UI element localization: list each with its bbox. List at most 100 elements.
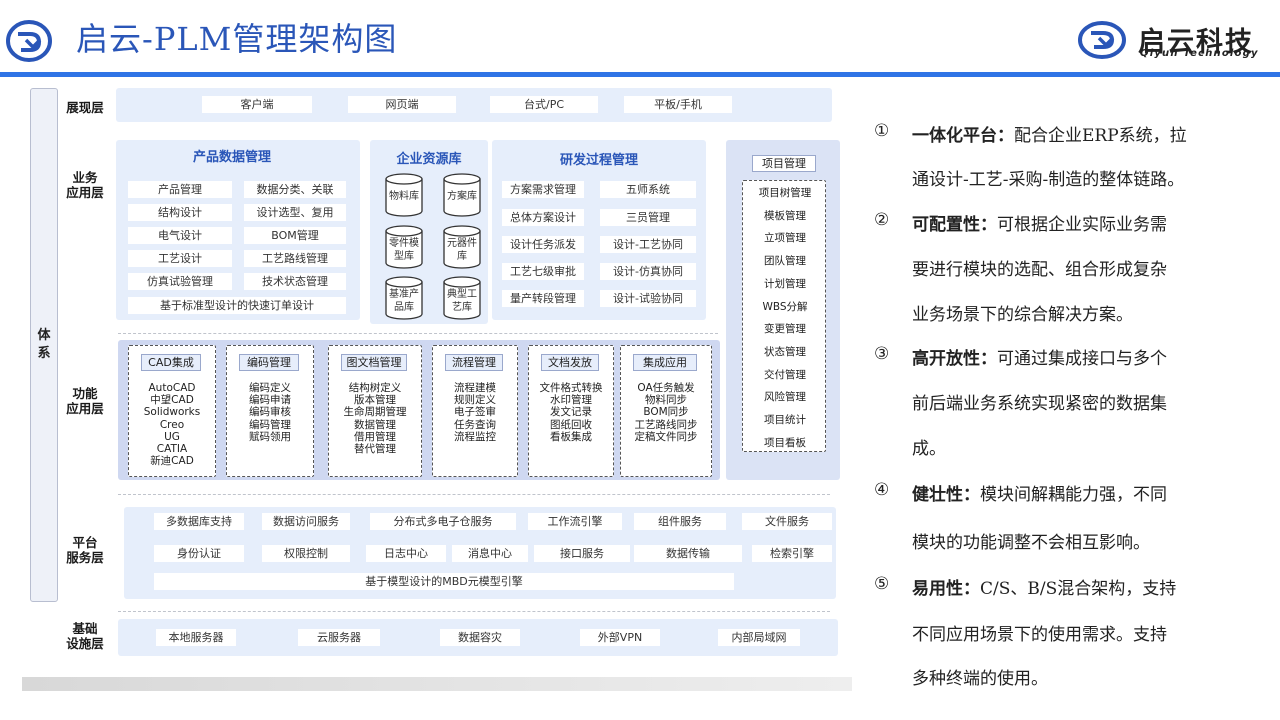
brand-name: 启云科技: [1138, 27, 1254, 58]
layer-label-platform: 平台服务层: [66, 535, 104, 565]
resource-db-cylinder: 物料库: [384, 173, 424, 217]
infra-item: 云服务器: [298, 629, 380, 646]
layer-label-infra: 基础设施层: [66, 621, 104, 651]
cylinder-label: 基准产品库: [389, 289, 419, 313]
pdm-item: 技术状态管理: [244, 273, 346, 290]
point-line: 一体化平台：配合企业ERP系统，拉: [912, 121, 1187, 146]
project-item: 计划管理: [764, 277, 806, 290]
display-item-mobile: 平板/手机: [624, 96, 732, 113]
infra-item: 内部局域网: [718, 629, 800, 646]
point-text: C/S、B/S混合架构，支持: [980, 579, 1177, 599]
point-line: 不同应用场景下的使用需求。支持: [912, 625, 1167, 645]
function-module: 流程管理流程建模规则定义电子签审任务查询流程监控: [432, 345, 518, 477]
bottom-strip: [22, 677, 852, 691]
project-item: 立项管理: [764, 232, 806, 245]
infra-item: 本地服务器: [156, 629, 236, 646]
point-line: 业务场景下的综合解决方案。: [912, 305, 1133, 325]
module-title: 集成应用: [633, 354, 697, 371]
layer-label-display: 展现层: [66, 100, 104, 115]
cylinder-label: 零件模型库: [389, 238, 419, 262]
logo-left-icon: [6, 18, 52, 64]
point-keyword: 易用性：: [912, 579, 980, 599]
project-item: WBS分解: [762, 300, 808, 313]
rd-item: 方案需求管理: [502, 181, 584, 198]
pdm-wide-item: 基于标准型设计的快速订单设计: [128, 297, 346, 314]
rd-item: 设计-仿真协同: [600, 263, 696, 280]
project-item: 项目看板: [764, 436, 806, 449]
vertical-label: 体系: [37, 328, 51, 361]
project-item: 模板管理: [764, 209, 806, 222]
point-text: 配合企业ERP系统，拉: [1014, 126, 1187, 146]
platform-service: 检索引擎: [752, 545, 832, 562]
project-item: 项目树管理: [758, 187, 812, 199]
database-icon: [385, 173, 423, 217]
project-title: 项目管理: [752, 155, 816, 172]
platform-service: 多数据库支持: [154, 513, 244, 530]
point-keyword: 可配置性：: [912, 215, 997, 235]
point-line: 易用性：C/S、B/S混合架构，支持: [912, 574, 1176, 599]
database-icon: [443, 173, 481, 217]
pdm-item: 数据分类、关联: [244, 181, 346, 198]
point-text: 模块间解耦能力强，不同: [980, 485, 1167, 505]
database-icon: [443, 225, 481, 269]
project-item: 项目统计: [764, 414, 806, 426]
resource-db-cylinder: 典型工艺库: [442, 276, 482, 320]
project-item: 变更管理: [764, 323, 806, 336]
pdm-item: 工艺路线管理: [244, 250, 346, 267]
platform-service: 权限控制: [262, 545, 350, 562]
platform-service: 文件服务: [742, 513, 832, 530]
point-line: 通设计-工艺-采购-制造的整体链路。: [912, 170, 1185, 190]
rd-item: 工艺七级审批: [502, 263, 584, 280]
project-item: 团队管理: [764, 255, 806, 268]
cylinder-label: 物料库: [389, 191, 419, 202]
page-title: 启云-PLM管理架构图: [76, 20, 398, 58]
platform-service: 数据访问服务: [262, 513, 350, 530]
platform-service: 身份认证: [154, 545, 244, 562]
point-number: ②: [874, 210, 890, 230]
point-keyword: 健壮性：: [912, 485, 980, 505]
pdm-item: 工艺设计: [128, 250, 232, 267]
rd-item: 五师系统: [600, 181, 696, 198]
project-item: 状态管理: [764, 345, 806, 358]
point-line: 前后端业务系统实现紧密的数据集: [912, 394, 1167, 414]
point-number: ⑤: [874, 574, 890, 594]
pdm-item: 仿真试验管理: [128, 273, 232, 290]
display-item-client: 客户端: [202, 96, 312, 113]
resource-db-cylinder: 零件模型库: [384, 225, 424, 269]
module-title: 流程管理: [445, 354, 503, 371]
point-number: ④: [874, 480, 890, 500]
layer-label-function: 功能应用层: [66, 386, 104, 416]
point-text: 可根据企业实际业务需: [997, 215, 1167, 235]
point-line: 要进行模块的选配、组合形成复杂: [912, 260, 1167, 280]
rd-item: 量产转段管理: [502, 290, 584, 307]
display-item-web: 网页端: [348, 96, 456, 113]
function-module: 图文档管理结构树定义版本管理生命周期管理数据管理借用管理替代管理: [328, 345, 422, 477]
database-icon: [443, 276, 481, 320]
pdm-item: 电气设计: [128, 227, 232, 244]
platform-service: 工作流引擎: [528, 513, 622, 530]
module-items: 流程建模规则定义电子签审任务查询流程监控: [454, 382, 496, 443]
database-icon: [385, 276, 423, 320]
platform-service: 分布式多电子仓服务: [370, 513, 516, 530]
module-title: 图文档管理: [341, 354, 407, 371]
layer-label-business: 业务应用层: [66, 170, 104, 200]
infra-item: 数据容灾: [440, 629, 520, 646]
resource-db-cylinder: 基准产品库: [384, 276, 424, 320]
rd-item: 三员管理: [600, 209, 696, 226]
platform-service: 消息中心: [452, 545, 528, 562]
point-line: 高开放性：可通过集成接口与多个: [912, 344, 1167, 369]
infra-item: 外部VPN: [580, 629, 660, 646]
point-line: 可配置性：可根据企业实际业务需: [912, 210, 1167, 235]
resource-db-cylinder: 方案库: [442, 173, 482, 217]
module-items: 文件格式转换水印管理发文记录图纸回收看板集成: [539, 382, 603, 443]
title-underline: [0, 72, 1280, 77]
architecture-diagram: 体系 展现层 客户端 网页端 台式/PC 平板/手机 业务应用层 产品数据管理 …: [22, 88, 852, 691]
brand-logo-icon: [1078, 20, 1126, 60]
divider-business-function: [118, 333, 718, 334]
database-icon: [385, 225, 423, 269]
pdm-item: 产品管理: [128, 181, 232, 198]
pdm-title: 产品数据管理: [192, 150, 271, 165]
